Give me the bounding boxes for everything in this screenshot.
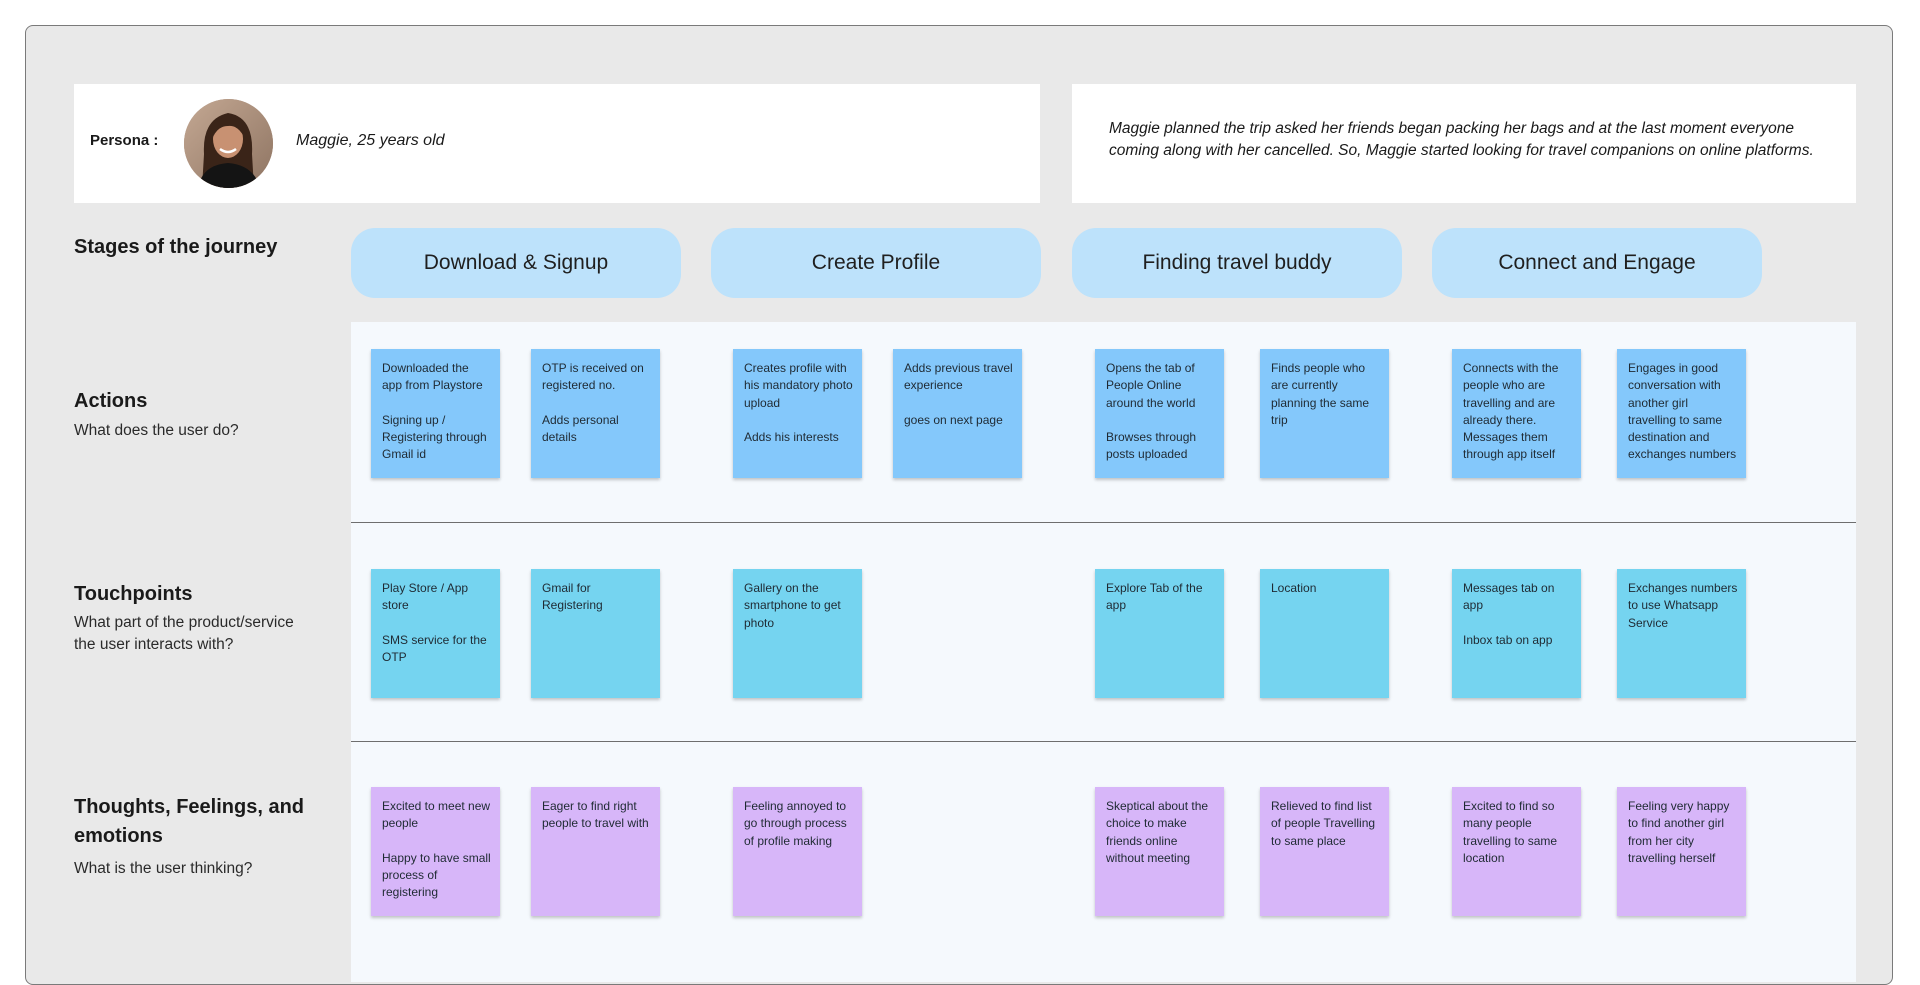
action-note: Adds previous travel experience goes on … [893,349,1022,478]
thoughts-subtitle: What is the user thinking? [74,860,253,877]
touchpoint-note: Gallery on the smartphone to get photo [733,569,862,698]
row-divider [351,522,1856,523]
thought-note: Relieved to find list of people Travelli… [1260,787,1389,916]
touchpoint-note: Gmail for Registering [531,569,660,698]
scenario-card: Maggie planned the trip asked her friend… [1072,84,1856,203]
thought-note: Eager to find right people to travel wit… [531,787,660,916]
thought-note: Feeling annoyed to go through process of… [733,787,862,916]
action-note: Connects with the people who are travell… [1452,349,1581,478]
thoughts-title: Thoughts, Feelings, and emotions [74,796,304,847]
stage-pill: Connect and Engage [1432,228,1762,298]
stage-pill: Finding travel buddy [1072,228,1402,298]
stage-pill: Create Profile [711,228,1041,298]
actions-title: Actions [74,390,148,412]
touchpoints-title: Touchpoints [74,583,193,605]
scenario-text: Maggie planned the trip asked her friend… [1109,120,1814,159]
action-note: Creates profile with his mandatory photo… [733,349,862,478]
thought-note: Skeptical about the choice to make frien… [1095,787,1224,916]
row-divider [351,741,1856,742]
action-note: Engages in good conversation with anothe… [1617,349,1746,478]
touchpoint-note: Explore Tab of the app [1095,569,1224,698]
action-note: Downloaded the app from Playstore Signin… [371,349,500,478]
thought-note: Feeling very happy to find another girl … [1617,787,1746,916]
persona-label: Persona : [90,132,159,149]
action-note: Finds people who are currently planning … [1260,349,1389,478]
touchpoints-subtitle: What part of the product/service the use… [74,614,294,653]
actions-subtitle: What does the user do? [74,422,239,439]
persona-card: Persona : Maggie, 25 years old [74,84,1040,203]
action-note: OTP is received on registered no. Adds p… [531,349,660,478]
touchpoint-note: Location [1260,569,1389,698]
stages-title: Stages of the journey [74,236,278,258]
touchpoint-note: Play Store / App store SMS service for t… [371,569,500,698]
touchpoint-note: Messages tab on app Inbox tab on app [1452,569,1581,698]
persona-avatar [184,99,273,188]
action-note: Opens the tab of People Online around th… [1095,349,1224,478]
stage-pill: Download & Signup [351,228,681,298]
persona-name: Maggie, 25 years old [296,132,445,149]
touchpoint-note: Exchanges numbers to use Whatsapp Servic… [1617,569,1746,698]
thought-note: Excited to find so many people travellin… [1452,787,1581,916]
thought-note: Excited to meet new people Happy to have… [371,787,500,916]
avatar-photo-icon [184,99,273,188]
